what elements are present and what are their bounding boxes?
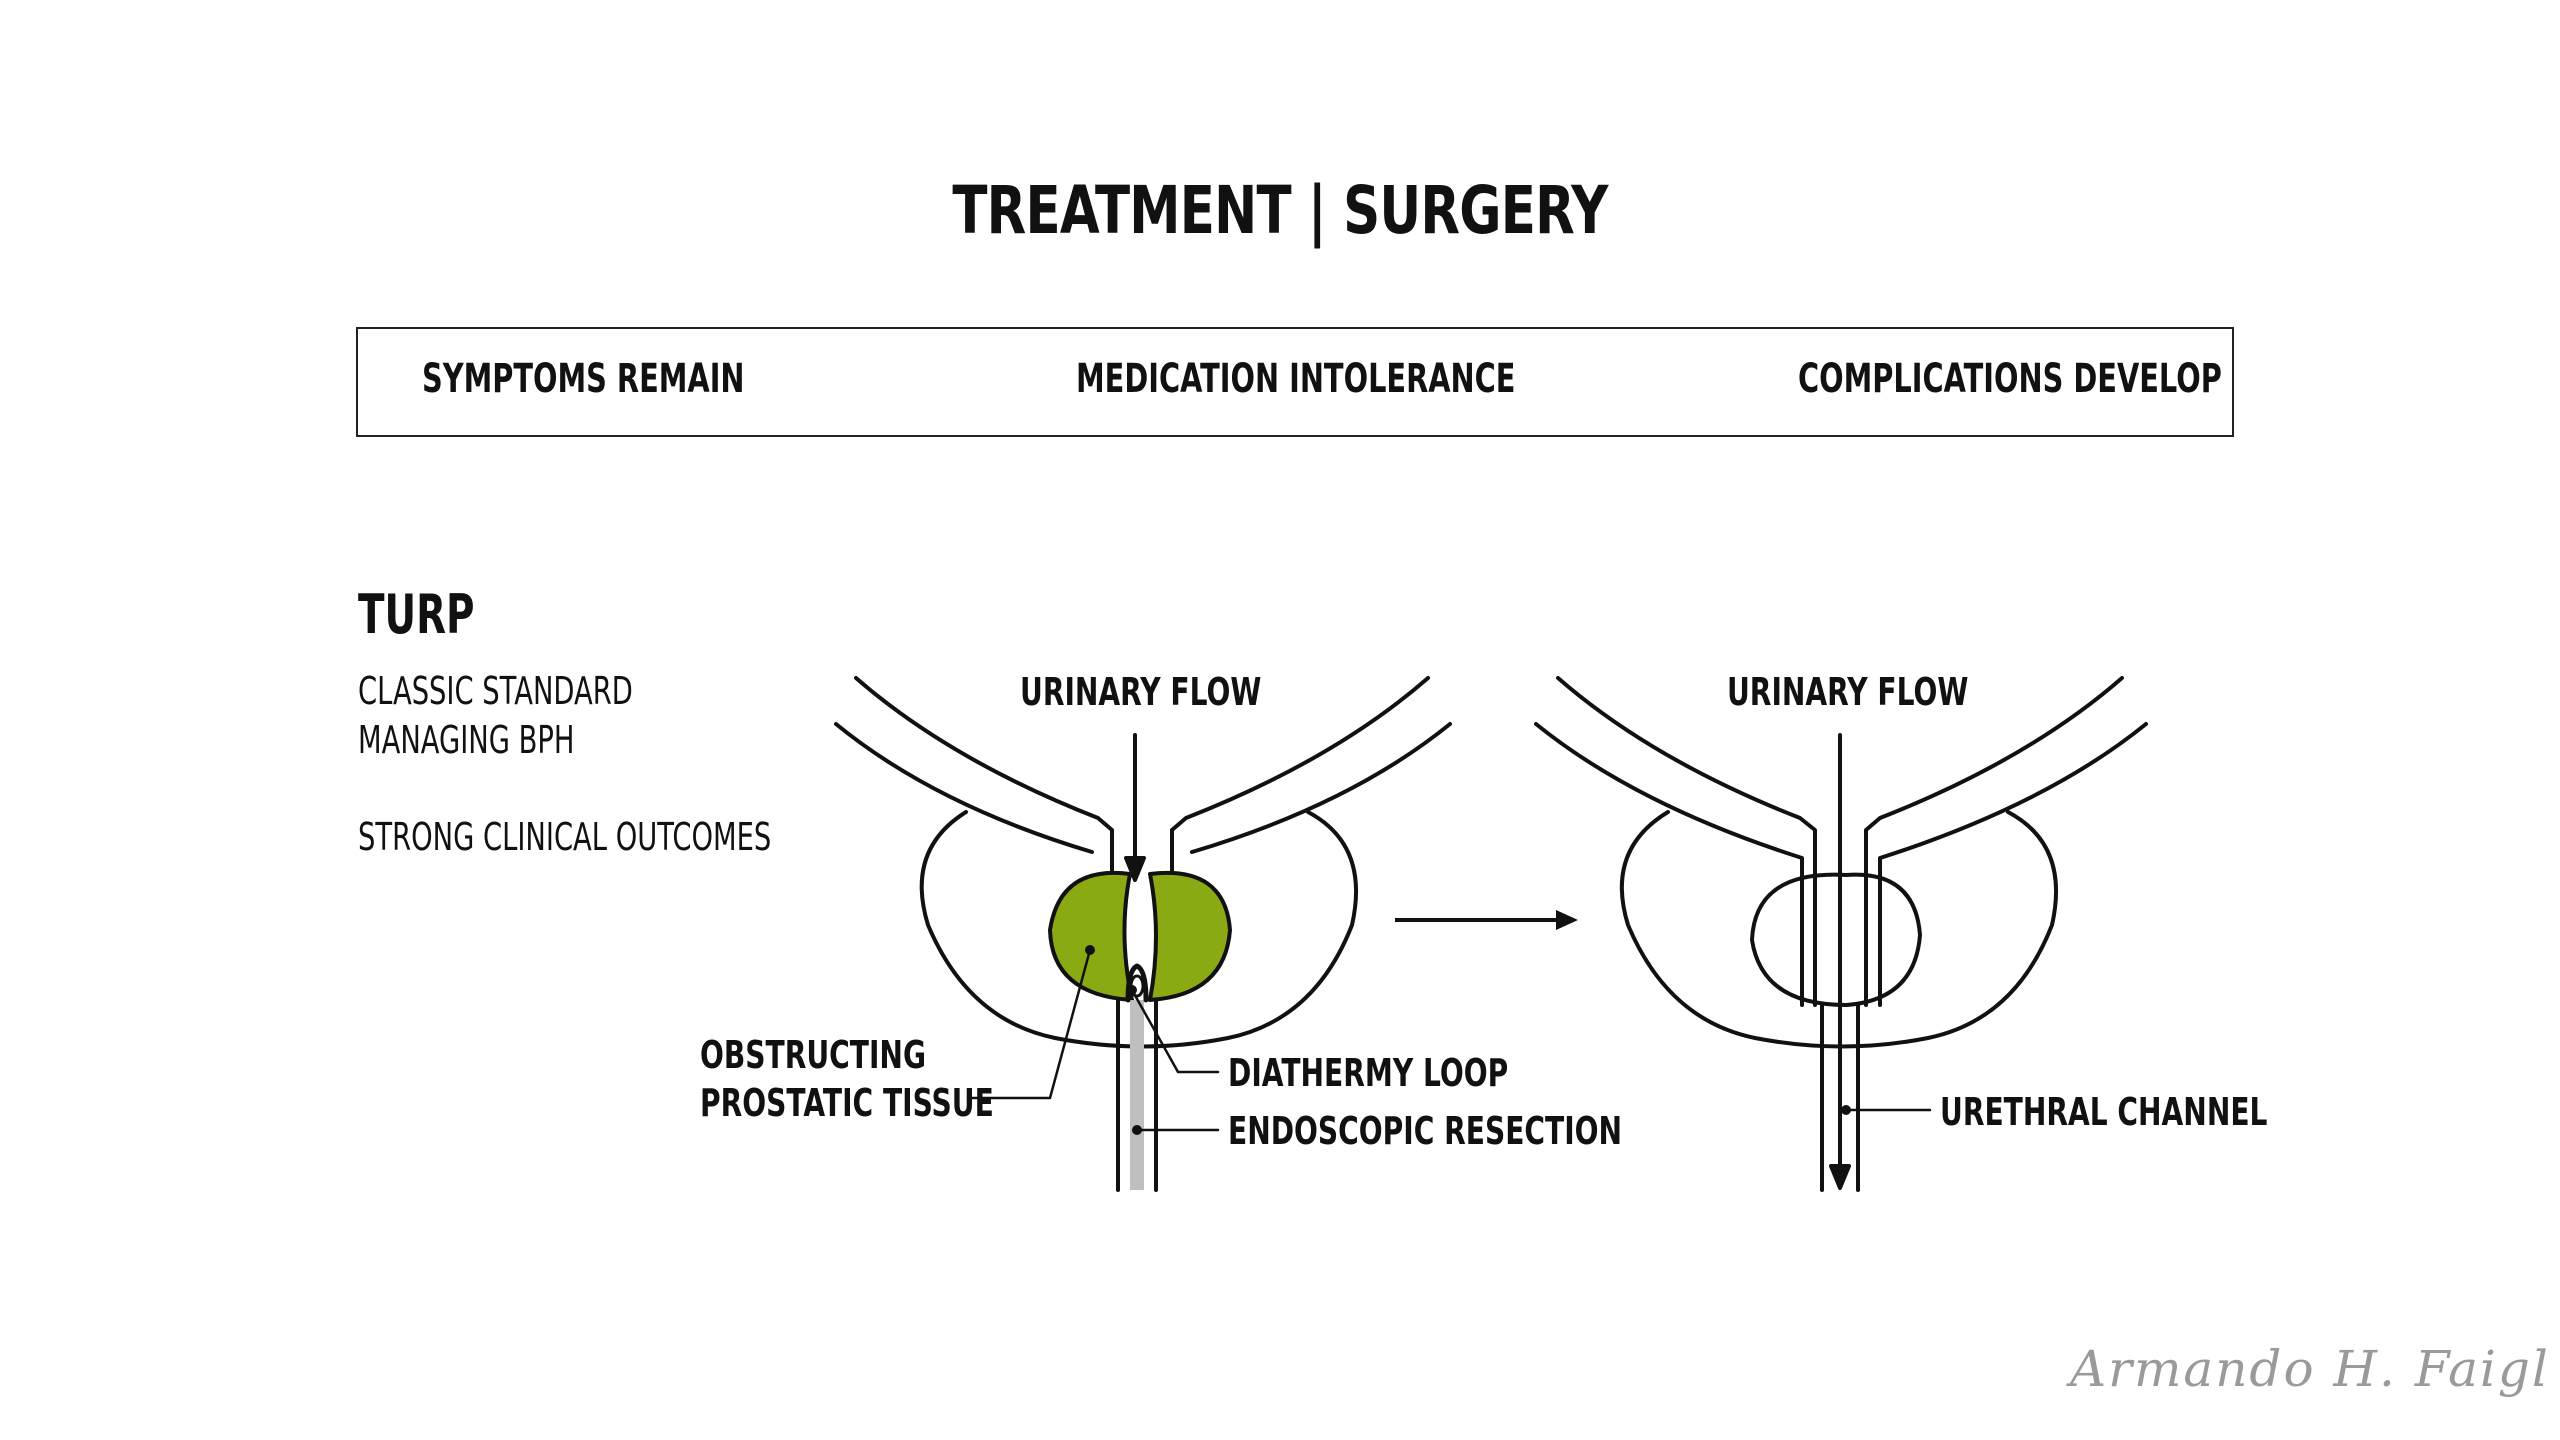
- bladder-wall-right-after: [1864, 676, 2124, 1007]
- loop-leader-line: [1130, 988, 1220, 1074]
- author-signature: Armando H. Faigl: [2070, 1340, 2550, 1398]
- urinary-flow-label-after: URINARY FLOW: [1727, 670, 1968, 714]
- bladder-wall-left: [854, 676, 1114, 872]
- turp-description-line-2: MANAGING BPH: [358, 718, 575, 762]
- urethral-channel-label: URETHRAL CHANNEL: [1940, 1090, 2267, 1134]
- bladder-wall-right-inner: [1190, 722, 1452, 854]
- diathermy-loop-label: DIATHERMY LOOP: [1228, 1051, 1508, 1095]
- prostatic-lobe-right: [1148, 871, 1232, 1002]
- criteria-symptoms-remain: SYMPTOMS REMAIN: [422, 356, 745, 402]
- tissue-leader-line: [966, 948, 1092, 1100]
- prostatic-lobe-left: [1048, 871, 1134, 1002]
- page-title: TREATMENT | SURGERY: [952, 172, 1608, 249]
- bladder-wall-left-after: [1556, 676, 1817, 1007]
- prostatic-tissue-label: PROSTATIC TISSUE: [700, 1081, 994, 1125]
- surgery-criteria-box: SYMPTOMS REMAIN MEDICATION INTOLERANCE C…: [356, 327, 2234, 437]
- endoscopic-resection-label: ENDOSCOPIC RESECTION: [1228, 1109, 1622, 1153]
- before-after-arrow: [1395, 910, 1578, 930]
- resectoscope-shaft: [1130, 1000, 1144, 1190]
- bladder-wall-right: [1170, 676, 1430, 872]
- obstructing-label: OBSTRUCTING: [700, 1033, 926, 1077]
- resected-cavity: [1750, 872, 1922, 1007]
- bladder-wall-right-inner-after: [1878, 722, 2148, 1007]
- bladder-wall-left-inner: [834, 722, 1094, 854]
- turp-heading: TURP: [358, 583, 475, 646]
- turp-outcomes: STRONG CLINICAL OUTCOMES: [358, 815, 772, 859]
- criteria-medication-intolerance: MEDICATION INTOLERANCE: [1076, 356, 1516, 402]
- before-resection-diagram: [834, 676, 1452, 1192]
- urinary-flow-label-before: URINARY FLOW: [1020, 670, 1261, 714]
- turp-description-line-1: CLASSIC STANDARD: [358, 669, 633, 713]
- bladder-wall-left-inner-after: [1534, 722, 1804, 1007]
- after-resection-diagram: [1534, 676, 2148, 1192]
- criteria-complications-develop: COMPLICATIONS DEVELOP: [1798, 356, 2222, 402]
- diathermy-loop-icon: [1125, 963, 1149, 1003]
